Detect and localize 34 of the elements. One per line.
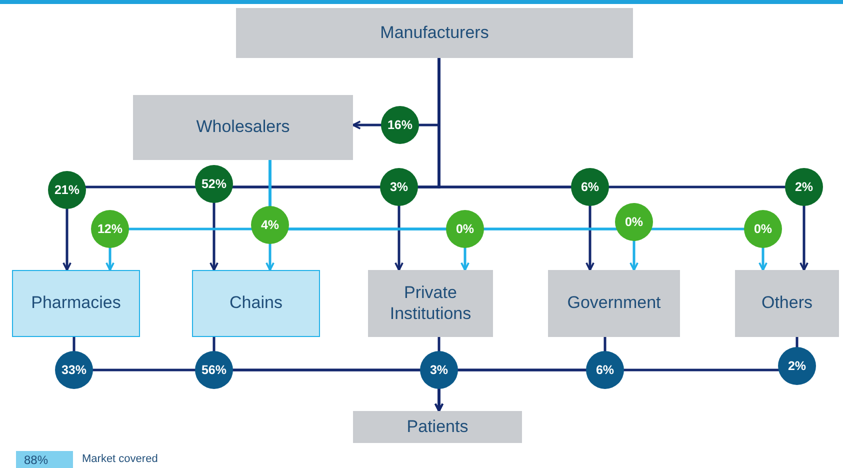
percentage-badge: 0% [615, 203, 653, 241]
process-box [548, 270, 680, 337]
node-label: Others [761, 293, 813, 314]
process-box [353, 411, 522, 443]
node-label: Patients [406, 416, 468, 438]
percentage-badge: 3% [380, 168, 418, 206]
node-label: Pharmacies [31, 293, 121, 314]
process-box [12, 270, 140, 337]
percentage-badge: 16% [381, 106, 419, 144]
node-label: Chains [230, 293, 282, 314]
node-label: Government [567, 293, 661, 314]
percentage-badge: 0% [446, 210, 484, 248]
percentage-badge: 0% [744, 210, 782, 248]
percentage-label: 88% [24, 453, 48, 467]
legend-label: Market covered [82, 453, 158, 465]
process-box [236, 8, 633, 58]
node-label: Private Institutions [388, 283, 472, 324]
percentage-badge: 6% [571, 168, 609, 206]
process-box [133, 95, 353, 160]
process-box [735, 270, 839, 337]
percentage-badge: 56% [195, 351, 233, 389]
node-label: Manufacturers [380, 22, 489, 44]
percentage-badge: 6% [586, 351, 624, 389]
percentage-badge: 3% [420, 351, 458, 389]
percentage-badge: 21% [48, 171, 86, 209]
percentage-badge: 33% [55, 351, 93, 389]
percentage-badge: 2% [785, 168, 823, 206]
percentage-badge: 52% [195, 165, 233, 203]
node-label: Wholesalers [196, 117, 290, 138]
percentage-badge: 2% [778, 347, 816, 385]
percentage-badge: 12% [91, 210, 129, 248]
process-box [368, 270, 493, 337]
process-box [192, 270, 320, 337]
percentage-badge: 4% [251, 206, 289, 244]
